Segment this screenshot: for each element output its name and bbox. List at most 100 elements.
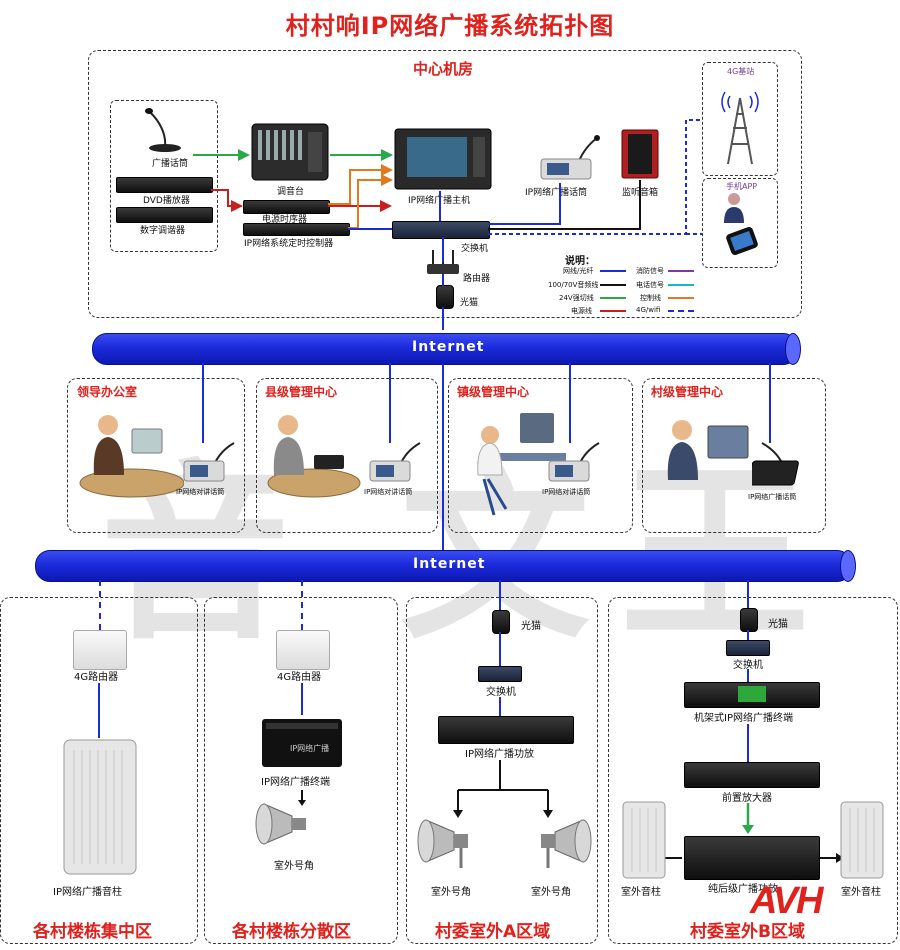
legend-item: 100/70V音频线 (548, 281, 599, 289)
office-zone-village (642, 378, 826, 533)
internet-pipe-top-end (785, 333, 801, 365)
device-label: 室外音柱 (841, 887, 881, 898)
amplifier-device (438, 716, 574, 744)
horn-speaker-icon (541, 819, 592, 868)
avh-logo: AVH (750, 880, 823, 922)
link-line (499, 632, 501, 666)
device-label: 室外号角 (431, 887, 471, 898)
split-arrows (453, 760, 553, 818)
device-label: 4G路由器 (74, 672, 119, 683)
link-line (747, 669, 749, 682)
internet-pipe-bottom (35, 550, 852, 582)
zone-title: 各村楼栋集中区 (33, 922, 152, 942)
office-device-label: IP网络对讲话筒 (176, 488, 225, 496)
column-speaker-device (63, 739, 137, 875)
legend-item: 24V强切线 (559, 294, 594, 302)
device-label: 室外号角 (274, 861, 314, 872)
svg-text:IP网络广播: IP网络广播 (290, 743, 329, 753)
internet-pipe-top (92, 333, 798, 365)
device-label: 交换机 (733, 660, 763, 671)
zone-title: 村委室外B区域 (690, 922, 805, 942)
base-station-label: 4G基站 (727, 67, 755, 76)
internet-label-top: Internet (412, 339, 485, 355)
center-room-title: 中心机房 (413, 60, 474, 78)
link-4g (301, 580, 303, 630)
desk-mic-icon (369, 442, 421, 482)
modem-label: 光猫 (460, 298, 479, 308)
ip-mic-label: IP网络广播话筒 (525, 188, 588, 198)
switch-label: 交换机 (461, 244, 489, 254)
link-line (747, 630, 749, 640)
desk-mic-icon (183, 442, 235, 482)
device-label: IP网络广播终端 (261, 777, 330, 788)
horn-speaker-icon (255, 790, 306, 845)
office-worker-illustration (667, 420, 749, 480)
4g-router-device (276, 630, 330, 670)
office-title: 村级管理中心 (651, 385, 724, 399)
desk-mic-icon (548, 442, 600, 482)
device-label: IP网络广播功放 (465, 749, 534, 760)
office-worker-illustration (267, 415, 361, 498)
device-label: 纯后级广播功放 (708, 884, 778, 895)
zone-b (608, 597, 898, 944)
ip-terminal-device: IP网络广播 (262, 719, 342, 767)
source-group (110, 100, 218, 252)
legend-swatch (668, 310, 694, 312)
link-line (499, 580, 501, 610)
4g-router-device (73, 630, 127, 670)
desk-mic-black-icon (752, 442, 799, 486)
office-device-label: IP网络对讲话筒 (364, 488, 413, 496)
cell-tower-icon (721, 91, 759, 165)
horn-speaker-icon (417, 819, 468, 868)
office-worker-illustration (79, 415, 184, 498)
link-line (301, 683, 303, 715)
legend-swatch (600, 284, 626, 286)
modem-device (492, 610, 510, 634)
tuner-label: 数字调谐器 (140, 226, 186, 236)
office-link (389, 363, 391, 443)
timer-label: IP网络系统定时控制器 (244, 239, 334, 249)
page-title: 村村响IP网络广播系统拓扑图 (285, 12, 615, 40)
tuner-device (116, 207, 213, 223)
monitor-speaker-device (621, 129, 659, 179)
device-label: 室外号角 (531, 887, 571, 898)
mic-label: 广播话筒 (152, 159, 189, 169)
switch-device (726, 640, 770, 656)
link-4g (99, 580, 101, 630)
device-label: 4G路由器 (277, 672, 322, 683)
smartphone-icon (726, 227, 758, 255)
link-line (747, 724, 749, 762)
link-line (499, 697, 501, 716)
office-zone-county (256, 378, 438, 533)
legend-item: 电话信号 (636, 281, 664, 289)
modem-device (436, 285, 454, 309)
legend-item: 电源线 (571, 307, 592, 315)
office-zone-town (448, 378, 633, 533)
device-label: 交换机 (486, 687, 516, 698)
office-title: 领导办公室 (77, 385, 138, 399)
office-zone-leader (67, 378, 245, 533)
base-station-box (702, 62, 778, 176)
office-device-label: IP网络广播话筒 (748, 493, 797, 501)
legend-swatch (668, 270, 694, 272)
phone-app-label: 手机APP (726, 182, 758, 191)
legend-title: 说明： (565, 256, 595, 267)
office-worker-illustration (477, 413, 566, 516)
internet-pipe-bottom-end (840, 550, 856, 582)
column-speaker-device (622, 801, 666, 879)
legend-swatch (668, 284, 694, 286)
office-link (202, 363, 204, 443)
mixer-label: 调音台 (277, 187, 305, 197)
legend-swatch (600, 310, 626, 312)
link-line (98, 683, 100, 738)
zone-a (406, 597, 598, 944)
preamp-device (684, 762, 820, 788)
device-label: 光猫 (521, 621, 541, 632)
sequencer-label: 电源时序器 (262, 215, 308, 225)
legend-item: 消防信号 (636, 267, 664, 275)
device-label: 机架式IP网络广播终端 (694, 713, 793, 724)
office-link (769, 363, 771, 443)
modem-device (740, 608, 758, 632)
gooseneck-mic-icon (145, 108, 181, 152)
zone-title: 村委室外A区域 (435, 922, 551, 942)
